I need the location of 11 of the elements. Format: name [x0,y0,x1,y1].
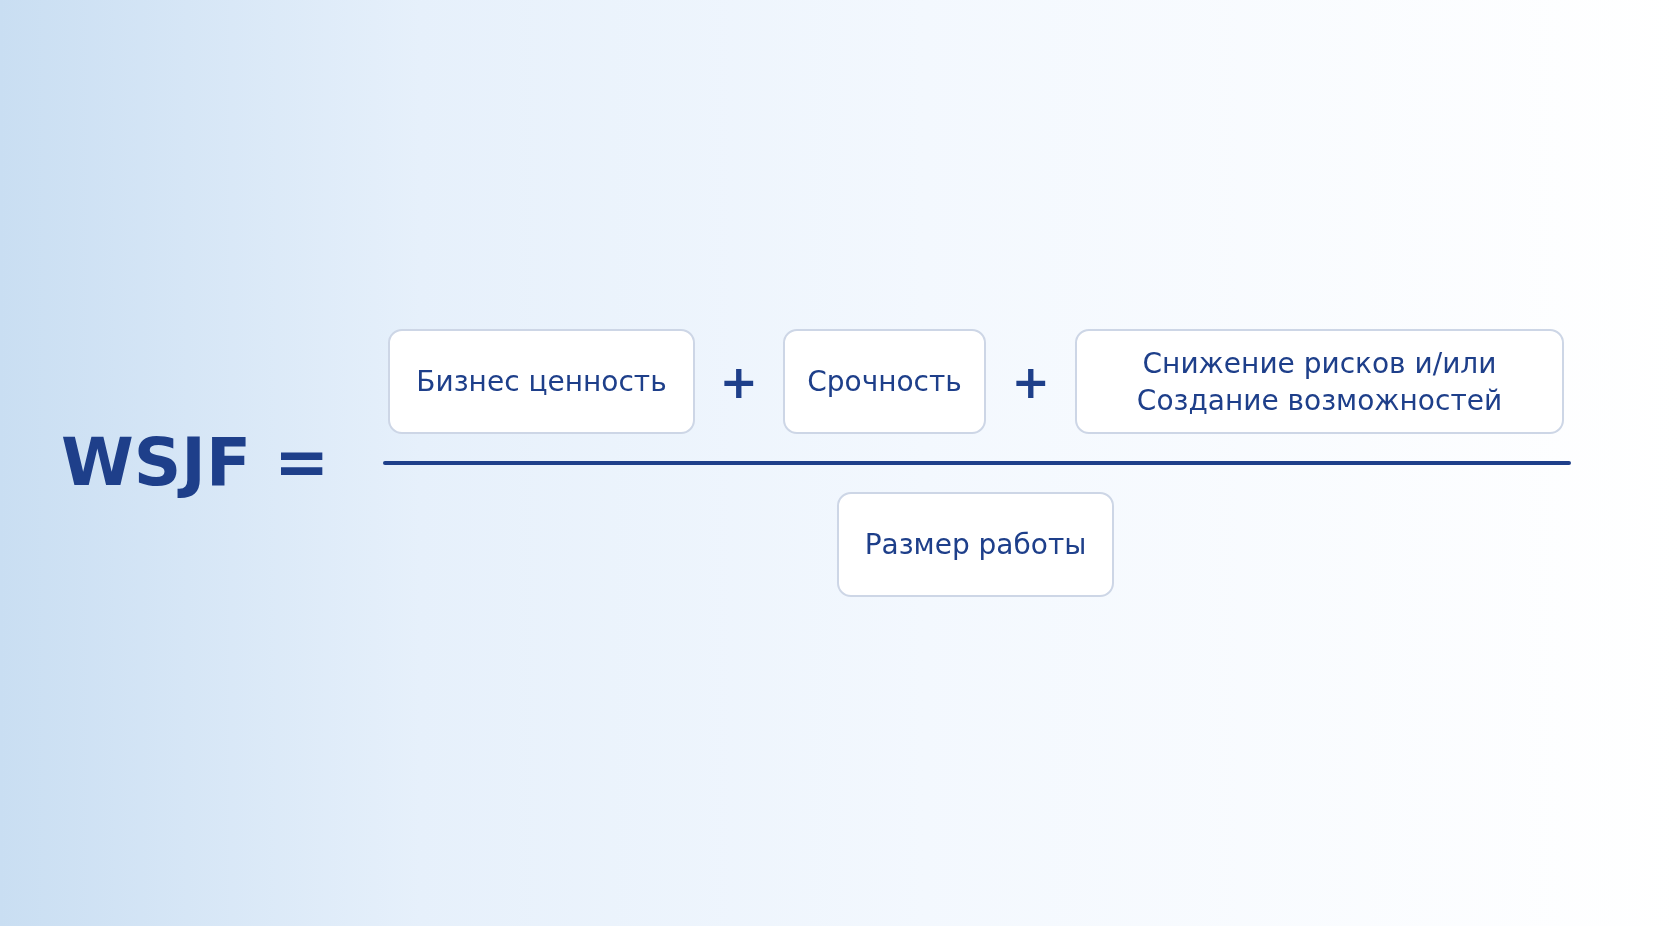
term-text: Размер работы [864,527,1087,563]
plus-sign: + [719,359,759,405]
term-text: Срочность [807,364,962,400]
term-box [783,329,986,434]
term-box [837,492,1114,597]
term-box [388,329,695,434]
term-box [1075,329,1564,434]
plus-sign: + [1011,359,1051,405]
term-text: Снижение рисков и/или Создание возможностей [1135,345,1504,419]
formula-name: WSJF = [61,430,330,496]
term-text: Бизнес ценность [416,364,667,400]
